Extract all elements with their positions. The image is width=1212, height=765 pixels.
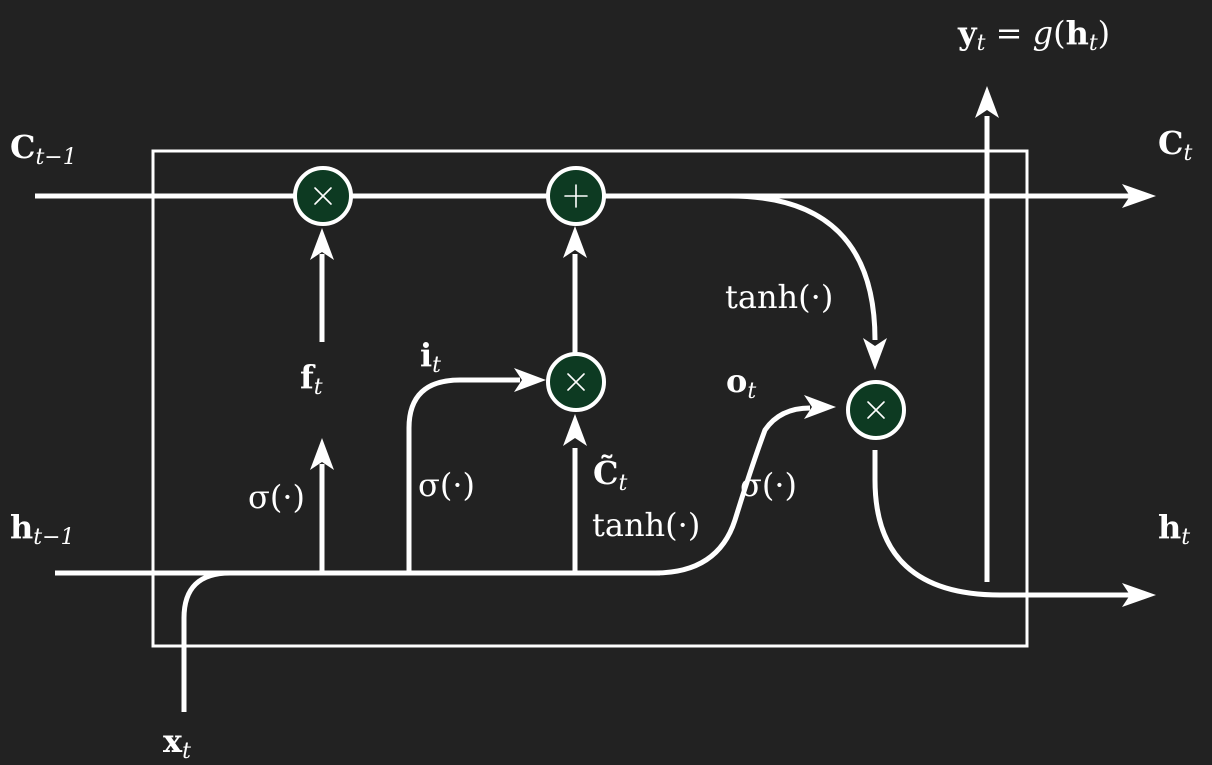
label-sigma-input: σ(·) <box>418 466 475 504</box>
candidate-arrowhead <box>563 414 587 446</box>
output-gate-curve <box>654 405 811 576</box>
cell-add-node <box>546 166 606 226</box>
input-to-add-arrowhead <box>563 226 587 258</box>
label-forget-gate: ft <box>300 358 323 400</box>
hidden-output-arrowhead <box>1122 583 1156 607</box>
label-h-next: ht <box>1158 508 1190 550</box>
cell-boundary <box>151 149 1029 648</box>
output-multiply-node <box>846 380 906 440</box>
output-gate-arrowhead <box>804 395 836 419</box>
plus-symbol <box>564 184 588 208</box>
label-c-next: Ct <box>1158 124 1192 166</box>
label-candidate: C̃t <box>593 454 627 496</box>
cell-tanh-curve <box>729 193 878 341</box>
label-sigma-output: σ(·) <box>740 466 797 504</box>
output-y-arrowhead <box>975 86 999 118</box>
forget-multiply-node <box>293 166 353 226</box>
input-gate-arrowhead <box>514 368 546 392</box>
label-output-gate: ot <box>726 362 756 404</box>
cell-state-arrowhead <box>1122 184 1156 208</box>
label-x-input: xt <box>163 722 191 764</box>
multiply-symbol <box>567 373 585 391</box>
input-multiply-node <box>546 352 606 412</box>
label-h-prev: ht−1 <box>10 508 75 550</box>
forget-to-multiply-arrowhead <box>310 228 334 260</box>
input-gate-curve <box>406 377 520 573</box>
label-tanh-cell: tanh(·) <box>725 278 833 316</box>
input-x-curve <box>181 570 231 712</box>
forget-sigma-arrowhead <box>310 438 334 470</box>
multiply-symbol <box>867 401 885 419</box>
label-y-output: yt = g(ht) <box>957 14 1110 56</box>
multiply-symbol <box>314 187 332 205</box>
label-sigma-forget: σ(·) <box>248 478 305 516</box>
cell-tanh-arrowhead <box>863 338 887 370</box>
label-tanh-candidate: tanh(·) <box>592 506 700 544</box>
label-input-gate: it <box>420 336 441 378</box>
label-c-prev: Ct−1 <box>10 128 77 170</box>
hidden-output-curve <box>872 450 1130 598</box>
